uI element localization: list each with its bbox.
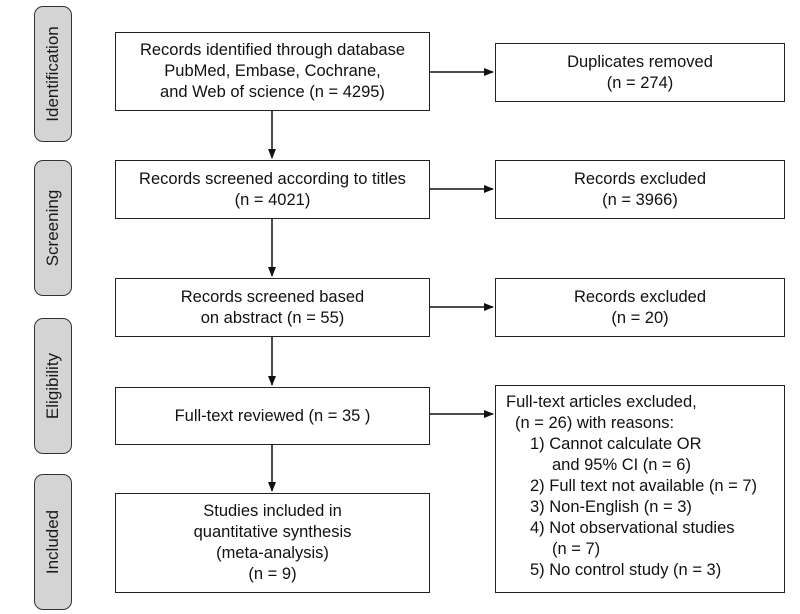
phase-screening: Screening <box>34 160 72 296</box>
box-line: Duplicates removed <box>567 52 713 71</box>
box-line: (n = 26) with reasons: <box>515 414 675 432</box>
box-screened-titles: Records screened according to titles (n … <box>115 160 430 219</box>
box-line: (n = 7) <box>552 540 601 558</box>
box-line: (n = 20) <box>611 308 669 327</box>
box-records-identified: Records identified through database PubM… <box>115 32 430 111</box>
box-line: and Web of science (n = 4295) <box>160 83 385 101</box>
box-screened-abstract: Records screened based on abstract (n = … <box>115 278 430 337</box>
box-duplicates-removed: Duplicates removed (n = 274) <box>495 43 785 102</box>
box-studies-included: Studies included in quantitative synthes… <box>115 493 430 593</box>
box-line: quantitative synthesis <box>193 523 352 541</box>
box-line: (n = 9) <box>248 565 297 583</box>
box-line: PubMed, Embase, Cochrane, <box>164 62 381 80</box>
box-line: 1) Cannot calculate OR <box>530 435 702 453</box>
box-line: 5) No control study (n = 3) <box>530 561 722 579</box>
box-line: 3) Non-English (n = 3) <box>530 498 692 516</box>
box-excluded-abstract: Records excluded (n = 20) <box>495 278 785 337</box>
box-line: Records identified through database <box>139 41 406 59</box>
box-excluded-titles: Records excluded (n = 3966) <box>495 160 785 219</box>
box-line: on abstract (n = 55) <box>200 308 345 327</box>
box-line: 2) Full text not available (n = 7) <box>530 477 757 495</box>
box-full-text-reviewed: Full-text reviewed (n = 35 ) <box>115 387 430 445</box>
box-line: and 95% CI (n = 6) <box>552 456 691 474</box>
box-line: Full-text articles excluded, <box>506 393 697 411</box>
box-line: (meta-analysis) <box>216 544 329 562</box>
box-line: Records screened according to titles <box>139 169 406 188</box>
box-line: Studies included in <box>203 502 342 520</box>
box-line: Records screened based <box>180 287 365 306</box>
box-line: Records excluded <box>573 169 707 188</box>
box-full-text-excluded: Full-text articles excluded, (n = 26) wi… <box>495 385 785 593</box>
box-line: 4) Not observational studies <box>530 519 735 537</box>
box-line: (n = 3966) <box>602 190 678 209</box>
box-line: (n = 4021) <box>234 190 311 209</box>
phase-identification: Identification <box>34 6 72 142</box>
box-line: Full-text reviewed (n = 35 ) <box>174 406 371 425</box>
box-line: (n = 274) <box>606 73 674 92</box>
box-line: Records excluded <box>573 287 707 306</box>
phase-included: Included <box>34 474 72 610</box>
phase-eligibility: Eligibility <box>34 318 72 454</box>
